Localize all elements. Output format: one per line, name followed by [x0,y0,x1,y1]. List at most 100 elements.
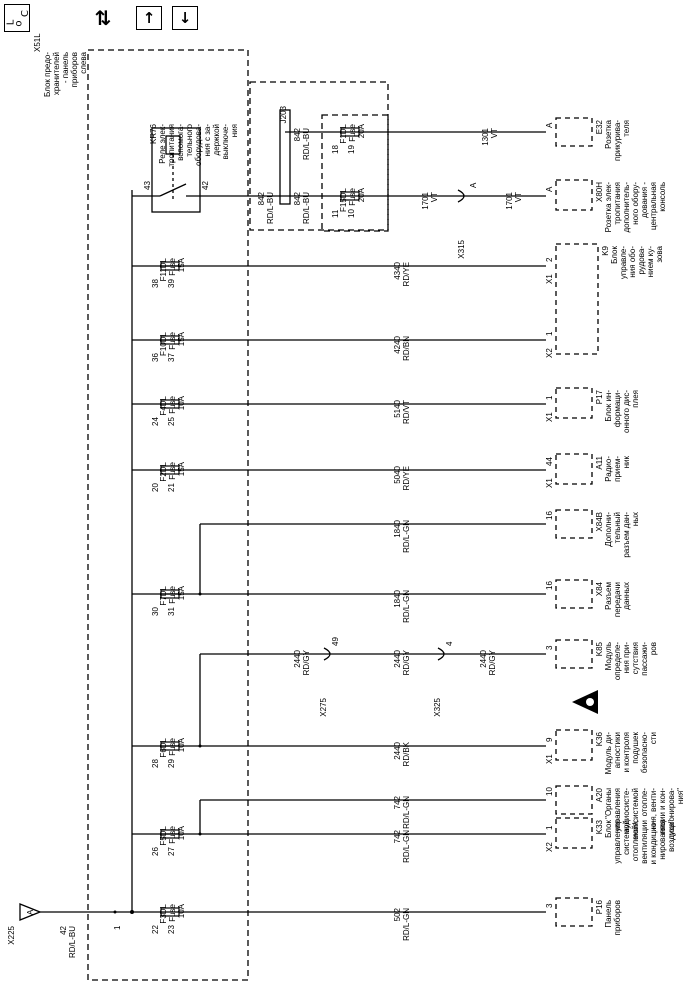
component-label: E32Розеткаприкурива-теля [595,119,631,161]
component-label: K33Блокуправлениясистемойотопления,венти… [595,819,676,864]
fuse-pin: 36 [151,353,160,362]
component-connector: X2 [545,842,554,852]
arrow-up-icon[interactable]: ↑ [136,6,162,30]
wire-label: 1701VT [421,191,439,209]
component-label: K9Блокуправле-ния обо-рудова-нием ку-зов… [601,245,664,279]
wire-label: 2440RD/GY [479,649,497,675]
component-pin: 10 [545,787,554,796]
wire-label: 742RD/L-GN [393,829,411,862]
wire-label: 1301VT [481,127,499,145]
fuse-label: F1DLFuse20A [339,123,366,143]
component-pin: 3 [545,903,554,908]
component-k85 [555,639,593,669]
inline-connector-label: X315 [457,239,466,258]
wire-label: 2440RD/GY [393,649,411,675]
component-k9 [555,243,599,355]
wire-label: 5140RD/VT [393,399,411,424]
wire-label: 4340RD/YE [393,261,411,286]
component-label: A20"Органыуправленияаудиосисте-мой/систе… [595,787,685,839]
inline-connector-label: X325 [433,697,442,716]
source-wire-label: 42RD/L-BU [59,925,77,958]
fuse-label: F2DLFuse15A [159,461,186,481]
location-icon[interactable]: L o C [4,4,31,32]
wire-label: 2440RD/GY [293,649,311,675]
split-node [198,592,202,596]
component-connector: X1 [545,412,554,422]
fuse-pin: 38 [151,279,160,288]
component-label: X84BДополни-тельныйразъем дан-ных [595,512,640,558]
relay-label: KR76Реле элек-тропитаниявспомога-тельног… [149,123,239,166]
fuse-label: F11DLFuse15A [159,257,186,281]
wire-label: 5040RD/YE [393,465,411,490]
feed-node [113,910,117,914]
component-pin: 1 [545,395,554,400]
inline-connector-pin: A [469,182,478,188]
component-label: P17Блок ин-формаци-онного дис-плея [595,389,640,433]
wire-label: 742RD/L-GN [393,795,411,828]
fuse-label: F15DLFuse20A [339,187,366,212]
fuse-pin: 24 [151,417,160,426]
relay-switch [159,183,187,197]
fuse-pin: 20 [151,483,160,492]
component-a20 [555,785,593,815]
x225-pin: A [26,909,35,915]
bus-node [130,910,134,914]
fuse-label: F7DLFuse15A [159,585,186,605]
component-connector: X1 [545,754,554,764]
fuse-pin: 30 [151,607,160,616]
inline-connector-label: X275 [319,697,328,716]
splice-bar [279,109,291,205]
wrench-arrows-icon[interactable]: ⇅ [86,6,120,30]
fuse-block-label: Блок предо-хранителей- панельприборовсле… [43,51,88,96]
component-pin: A [545,122,554,128]
component-pin: 2 [545,257,554,262]
airbag-warning-icon [572,690,598,714]
component-label: X84Разъемпередачиданных [595,581,631,617]
component-p17 [555,387,593,419]
source-node-pin: 1 [113,925,122,930]
relay-pin-out: 42 [201,181,210,190]
fuse-pin: 28 [151,759,160,768]
fuse-pin: 22 [151,925,160,934]
component-pin: 9 [545,737,554,742]
wire-label: 502RD/L-GN [393,907,411,940]
fuse-label: F6DLFuse10A [159,737,186,757]
splice-wire-top: 842RD/L-BU [293,127,311,160]
wire-label: 4240RD/BN [393,335,411,360]
component-a11 [555,453,593,485]
component-pin: 16 [545,511,554,520]
fuse-pin: 31 [167,607,176,616]
x225-label: X225 [7,925,16,944]
fuse-label: F3DLFuse10A [159,903,186,923]
split-node [198,744,202,748]
fuse-label: F10DLFuse15A [159,331,186,356]
fuse-pin: 25 [167,417,176,426]
component-pin: 1 [545,331,554,336]
fuse-block-outline [87,49,249,981]
component-pin: A [545,186,554,192]
component-label: P16Панельприборов [595,899,622,935]
wire-label: 1701VT [505,191,523,209]
component-connector: X1 [545,478,554,488]
component-x84b [555,509,593,539]
component-label: K36Модуль ди-агностикии контроляподушекб… [595,731,658,774]
fuse-pin: 26 [151,847,160,856]
x225-connector [19,903,42,921]
splice-id: J203 [279,105,288,123]
component-label: K85Модульопределе-ния при-сутствияпассаж… [595,641,658,680]
fuse-pin: 27 [167,847,176,856]
relay-box [151,127,201,213]
fuse-pin: 10 [347,209,356,218]
relay-pin-in: 43 [143,181,152,190]
component-x84 [555,579,593,609]
fuse-label: F4DLFuse10A [159,395,186,415]
arrow-down-icon[interactable]: ↓ [172,6,198,30]
split-node [198,832,202,836]
component-p16 [555,897,593,927]
component-pin: 44 [545,457,554,466]
component-x80h [555,179,593,211]
component-pin: 3 [545,645,554,650]
fuse-block-id: X51L [33,33,42,52]
splice-area-outline [249,81,389,231]
